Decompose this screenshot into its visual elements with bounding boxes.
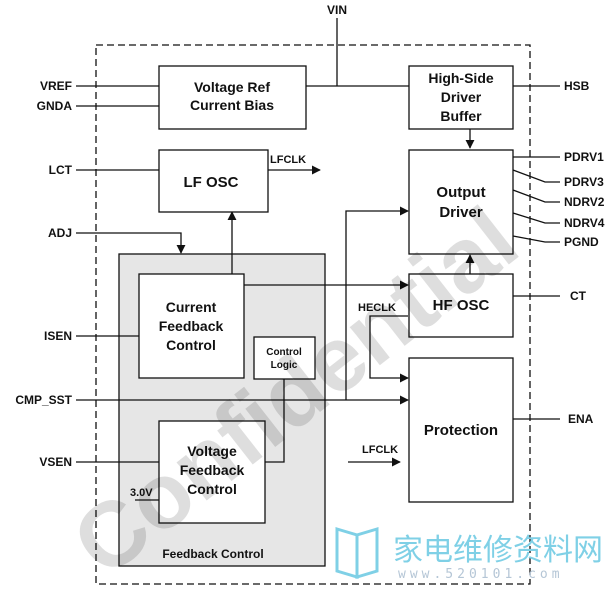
current-fb-label-1: Current xyxy=(166,299,217,315)
voltage-feedback-block xyxy=(158,420,266,524)
wire-adj xyxy=(76,232,186,254)
control-logic-label-2: Logic xyxy=(271,360,298,371)
signal-lfclk-in: LFCLK xyxy=(362,444,398,456)
pin-pgnd: PGND xyxy=(564,235,599,249)
hs-label-2: Driver xyxy=(441,89,482,105)
pin-hsb: HSB xyxy=(564,79,590,93)
wire-ndrv2 xyxy=(512,189,560,203)
wire-vfb-to-logic xyxy=(265,379,285,463)
hf-osc-label: HF OSC xyxy=(433,297,490,314)
hf-osc-block xyxy=(408,273,514,338)
wire-to-output-driver xyxy=(345,206,409,400)
voltage-fb-label-2: Feedback xyxy=(180,462,245,478)
pin-pdrv3: PDRV3 xyxy=(564,175,604,189)
wire-pdrv3 xyxy=(512,169,560,183)
output-driver-label-2: Driver xyxy=(439,204,483,221)
voltage-fb-label-1: Voltage xyxy=(187,443,237,459)
pin-lct: LCT xyxy=(49,163,73,177)
current-fb-label-2: Feedback xyxy=(159,318,224,334)
voltage-ref-block xyxy=(158,65,307,130)
wire-ndrv4 xyxy=(512,212,560,224)
pin-ena: ENA xyxy=(568,412,594,426)
high-side-buffer-block xyxy=(408,65,514,130)
pin-gnda: GNDA xyxy=(37,99,73,113)
vref-label-2: Current Bias xyxy=(190,97,274,113)
pin-pdrv1: PDRV1 xyxy=(564,150,604,164)
pin-vsen: VSEN xyxy=(39,455,72,469)
pin-adj: ADJ xyxy=(48,226,72,240)
signal-lfclk-out: LFCLK xyxy=(270,154,306,166)
pin-isen: ISEN xyxy=(44,329,72,343)
current-fb-label-3: Control xyxy=(166,337,216,353)
pin-ct: CT xyxy=(570,289,587,303)
pin-vin: VIN xyxy=(327,3,347,17)
wire-heclk xyxy=(369,315,409,383)
current-feedback-block xyxy=(138,273,245,379)
output-driver-label-1: Output xyxy=(436,184,485,201)
wire-pgnd xyxy=(512,235,560,243)
lf-osc-block xyxy=(158,149,269,213)
hs-label-3: Buffer xyxy=(440,108,482,124)
control-logic-label-1: Control xyxy=(266,347,302,358)
signal-heclk: HECLK xyxy=(358,302,396,314)
pin-cmp-sst: CMP_SST xyxy=(15,393,72,407)
lf-osc-label: LF OSC xyxy=(184,174,239,191)
vref-label-1: Voltage Ref xyxy=(194,79,270,95)
hs-label-1: High-Side xyxy=(428,70,494,86)
pin-ndrv2: NDRV2 xyxy=(564,195,605,209)
output-driver-block xyxy=(408,149,514,255)
chip-boundary xyxy=(95,44,531,585)
signal-3v: 3.0V xyxy=(130,487,153,499)
pin-ndrv4: NDRV4 xyxy=(564,216,605,230)
protection-block xyxy=(408,357,514,503)
voltage-fb-label-3: Control xyxy=(187,481,237,497)
pin-vref: VREF xyxy=(40,79,72,93)
book-logo-icon xyxy=(335,526,379,580)
watermark-url: www.520101.com xyxy=(398,567,564,582)
watermark-chinese: 家电维修资料网 xyxy=(393,533,603,568)
feedback-group-label: Feedback Control xyxy=(162,547,263,561)
control-logic-block xyxy=(253,336,316,380)
protection-label: Protection xyxy=(424,422,498,439)
